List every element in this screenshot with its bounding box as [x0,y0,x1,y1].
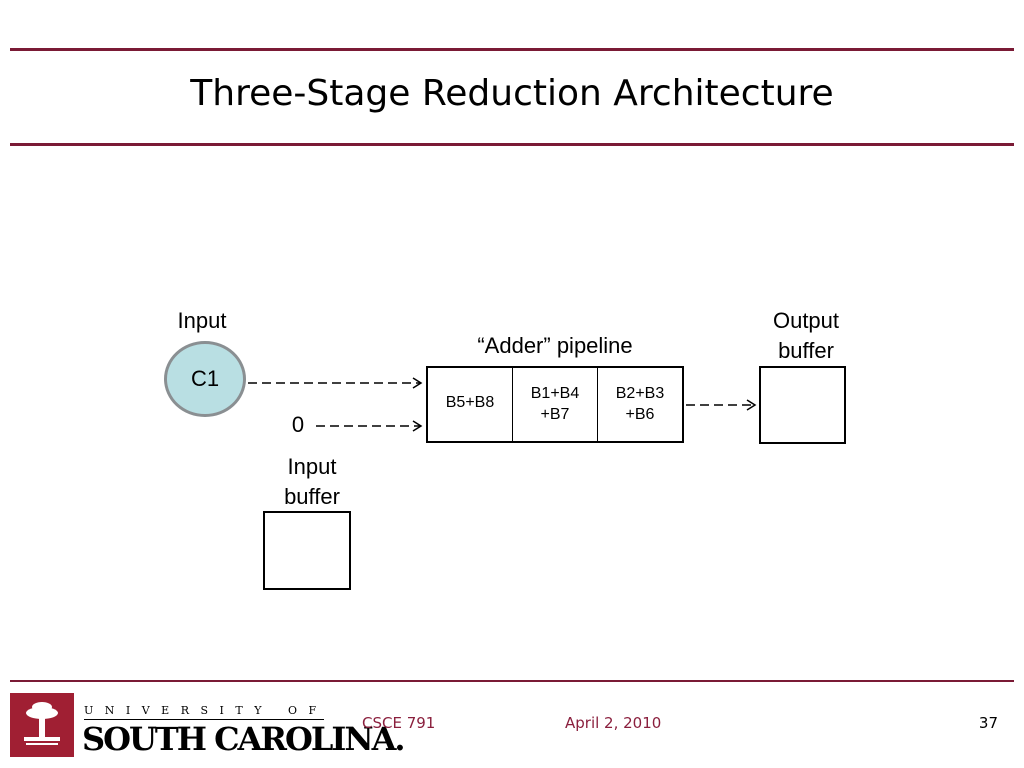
pipeline-stage-3: B2+B3 +B6 [597,368,682,441]
page-number: 37 [978,714,998,732]
output-buffer-label: Output buffer [772,308,840,363]
logo-south-carolina: SOUTH CAROLINA. [82,720,406,758]
input-label: Input [177,308,227,333]
footer-course: CSCE 791 [362,714,436,732]
input-buffer [263,511,351,590]
footer-date: April 2, 2010 [565,714,662,732]
input-buffer-label: Input buffer [284,454,340,509]
logo-university-of: UNIVERSITY OF [84,704,328,717]
input-node-c1: C1 [164,341,246,417]
pipeline-stage-2: B1+B4 +B7 [512,368,597,441]
arrow-c1-head [412,377,423,389]
zero-label: 0 [291,412,305,437]
university-seal-logo [10,693,74,757]
slide-title: Three-Stage Reduction Architecture [190,73,834,114]
pipeline-label: “Adder” pipeline [477,333,633,358]
footer-rule [10,680,1014,682]
title-top-rule [10,48,1014,51]
adder-pipeline: B5+B8 B1+B4 +B7 B2+B3 +B6 [426,366,684,443]
input-node-label: C1 [190,366,220,391]
arrow-output-head [746,399,757,411]
pipeline-stage-1: B5+B8 [445,394,495,411]
output-buffer [759,366,846,444]
title-bottom-rule [10,143,1014,146]
logo-divider [84,719,324,720]
arrow-zero-head [412,420,423,432]
